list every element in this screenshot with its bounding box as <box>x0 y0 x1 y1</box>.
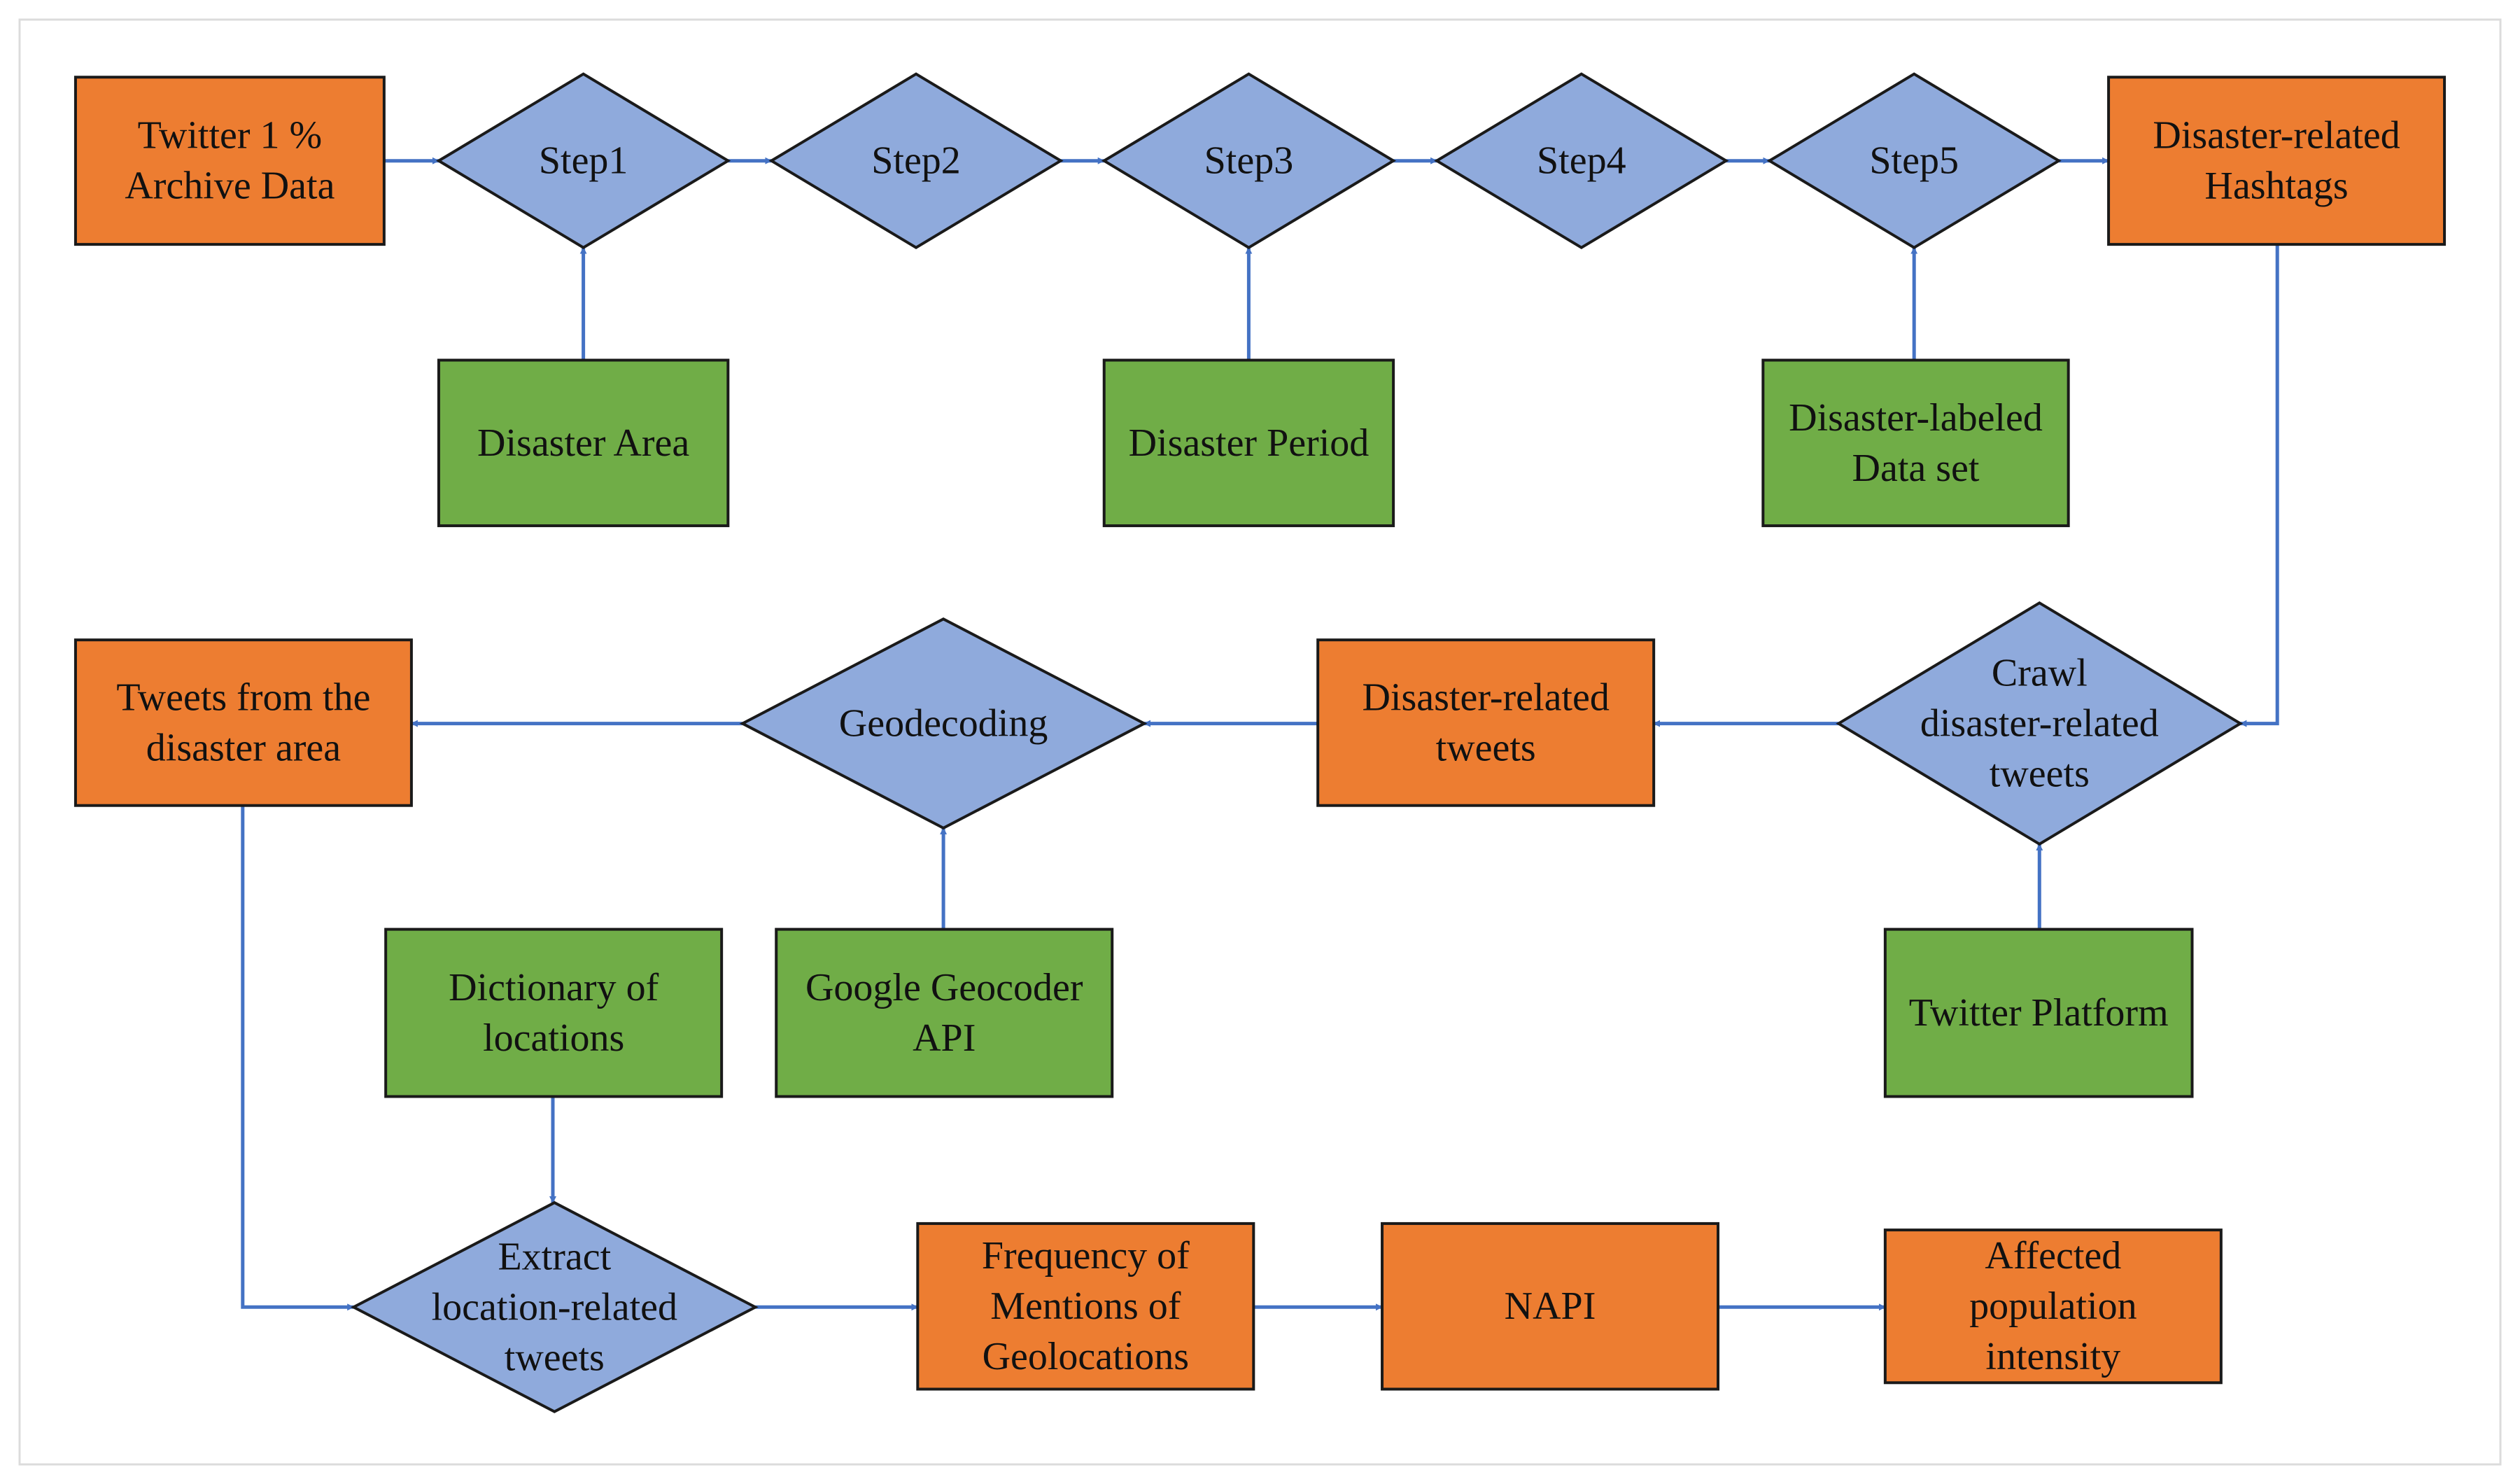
crawl-label-line: Crawl <box>1992 652 2088 695</box>
node-step4: Step4 <box>1434 72 1729 250</box>
twitter-archive-label-line: Twitter 1 % <box>138 114 323 158</box>
affected-box <box>1883 1228 2223 1385</box>
frequency-label-line: Mentions of <box>990 1284 1181 1328</box>
disaster-hashtags-box <box>2107 76 2447 246</box>
tweets-area-label-line: disaster area <box>146 726 341 769</box>
disaster-period-label-line: Disaster Period <box>1129 421 1370 465</box>
node-step3: Step3 <box>1101 72 1397 250</box>
diagram-frame <box>18 18 2502 1466</box>
tweets-area-label-line: Tweets from the <box>116 676 370 719</box>
arrow-tweets-area-to-extract <box>241 805 355 1311</box>
disaster-period-box <box>1102 358 1395 528</box>
node-extract: Extract location-related tweets <box>350 1200 759 1413</box>
step2-diamond <box>768 72 1064 250</box>
disaster-hashtags-label-line: Hashtags <box>2204 164 2348 208</box>
edges-layer <box>241 157 2279 1311</box>
disaster-area-box <box>437 358 730 528</box>
frequency-label-line: Geolocations <box>983 1335 1189 1378</box>
node-frequency: Frequency of Mentions of Geolocations <box>916 1222 1255 1391</box>
node-geodecoding: Geodecoding <box>739 617 1148 830</box>
affected-label-line: Affected <box>1985 1234 2121 1278</box>
disaster-hashtags-label-line: Disaster-related <box>2153 114 2400 158</box>
twitter-platform-label-line: Twitter Platform <box>1909 991 2169 1035</box>
napi-label-line: NAPI <box>1505 1284 1596 1328</box>
node-twitter-platform: Twitter Platform <box>1883 927 2194 1098</box>
affected-label-line: population <box>1969 1284 2137 1328</box>
node-affected: Affected population intensity <box>1883 1228 2223 1385</box>
geodecoding-diamond <box>739 617 1148 830</box>
affected-label-line: intensity <box>1985 1335 2120 1378</box>
nodes-layer: Twitter 1 % Archive Data Step1 Step2 Step3 St… <box>73 72 2447 1413</box>
disaster-labeled-label-line: Disaster-labeled <box>1789 396 2043 440</box>
frequency-label-line: Frequency of <box>982 1234 1190 1278</box>
node-napi: NAPI <box>1381 1222 1720 1391</box>
node-step5: Step5 <box>1766 72 2062 250</box>
node-disaster-period: Disaster Period <box>1102 358 1395 528</box>
geodecoding-label-line: Geodecoding <box>839 702 1048 746</box>
crawl-label-line: tweets <box>1990 752 2090 796</box>
step4-diamond <box>1434 72 1729 250</box>
node-twitter-archive: Twitter 1 % Archive Data <box>73 76 386 246</box>
step1-label-line: Step1 <box>539 139 628 183</box>
extract-diamond <box>350 1200 759 1413</box>
node-disaster-tweets: Disaster-related tweets <box>1316 638 1656 807</box>
step3-diamond <box>1101 72 1397 250</box>
crawl-diamond <box>1836 601 2244 846</box>
frequency-box <box>916 1222 1255 1391</box>
disaster-labeled-label-line: Data set <box>1852 447 1980 490</box>
node-crawl: Crawl disaster-related tweets <box>1836 601 2244 846</box>
disaster-tweets-label-line: tweets <box>1436 726 1536 769</box>
step5-diamond <box>1766 72 2062 250</box>
disaster-tweets-box <box>1316 638 1656 807</box>
extract-label-line: location-related <box>432 1285 677 1329</box>
twitter-archive-box <box>73 76 386 246</box>
dictionary-label-line: Dictionary of <box>449 966 659 1009</box>
google-geocoder-label-line: Google Geocoder <box>805 966 1083 1009</box>
step2-label-line: Step2 <box>871 139 961 183</box>
google-geocoder-label-line: API <box>913 1016 976 1060</box>
step1-diamond <box>436 72 731 250</box>
disaster-labeled-box <box>1761 358 2070 528</box>
step4-label-line: Step4 <box>1537 139 1626 183</box>
twitter-archive-label-line: Archive Data <box>125 164 335 208</box>
google-geocoder-box <box>775 927 1114 1098</box>
napi-box <box>1381 1222 1720 1391</box>
step5-label-line: Step5 <box>1869 139 1959 183</box>
node-step2: Step2 <box>768 72 1064 250</box>
node-tweets-area: Tweets from the disaster area <box>73 638 413 807</box>
dictionary-box <box>384 927 724 1098</box>
dictionary-label-line: locations <box>483 1016 624 1060</box>
disaster-area-label-line: Disaster Area <box>477 421 689 465</box>
crawl-label-line: disaster-related <box>1920 702 2159 746</box>
node-disaster-area: Disaster Area <box>437 358 730 528</box>
twitter-platform-box <box>1883 927 2194 1098</box>
node-step1: Step1 <box>436 72 731 250</box>
extract-label-line: tweets <box>505 1336 605 1379</box>
arrow-disaster-hashtags-to-crawl <box>2239 244 2279 727</box>
disaster-tweets-label-line: Disaster-related <box>1362 676 1609 719</box>
tweets-area-box <box>73 638 413 807</box>
extract-label-line: Extract <box>498 1235 611 1278</box>
step3-label-line: Step3 <box>1204 139 1294 183</box>
node-dictionary: Dictionary of locations <box>384 927 724 1098</box>
